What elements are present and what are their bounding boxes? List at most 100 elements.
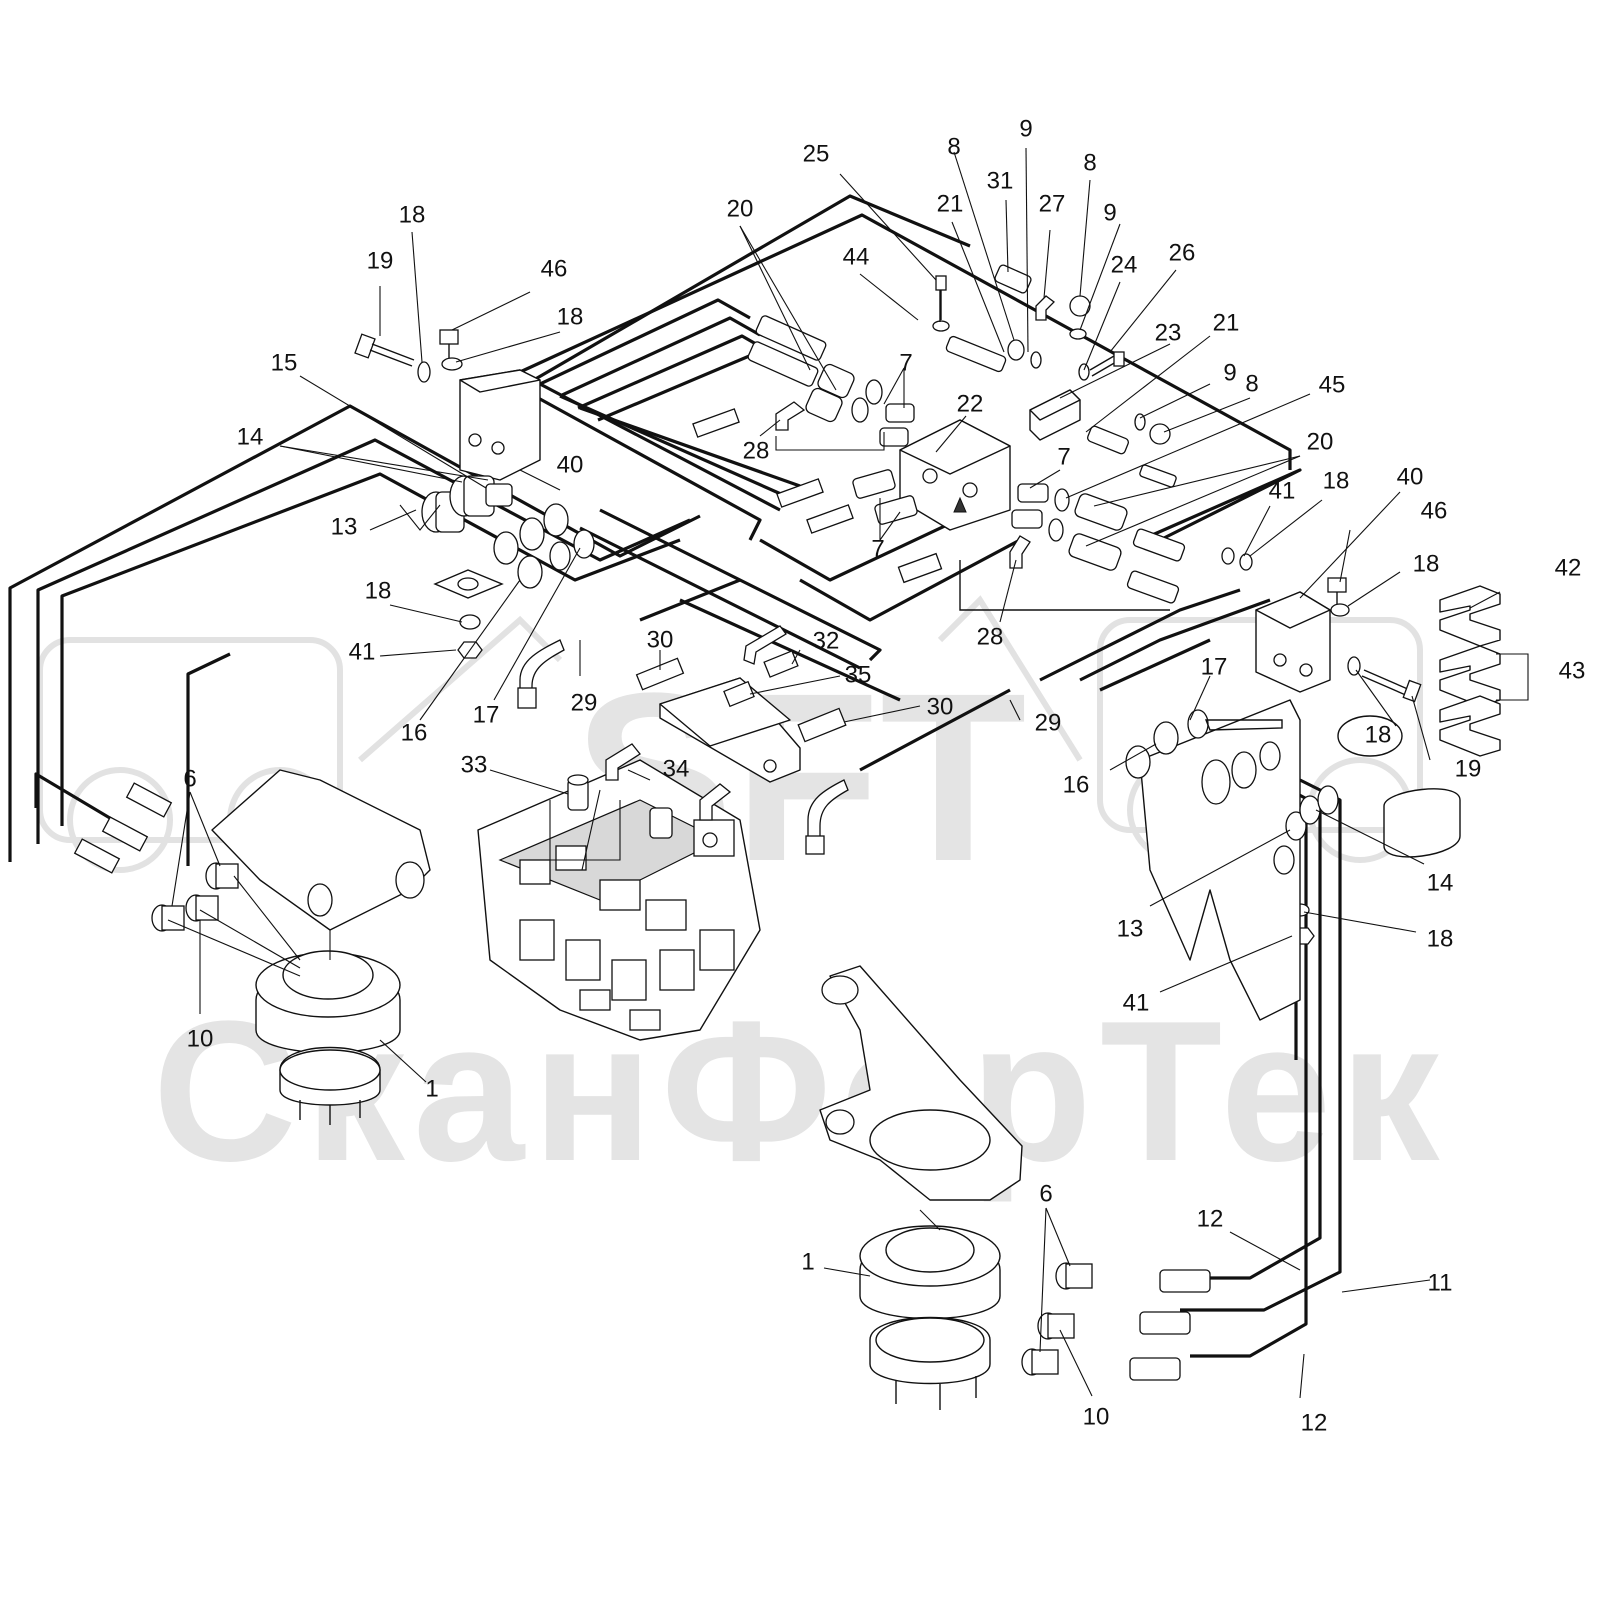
callout-17-right: 17 <box>1201 653 1228 680</box>
callout-41-left: 41 <box>349 638 376 665</box>
callout-28-upper: 28 <box>743 437 770 464</box>
callout-18-right-low: 18 <box>1427 925 1454 952</box>
callout-41-right-top: 41 <box>1269 477 1296 504</box>
hose-right-a <box>1079 598 1271 682</box>
callout-20-upper: 20 <box>727 195 754 222</box>
right-o-rings-16-17 <box>1125 709 1283 779</box>
washer-18-left-mid <box>441 357 463 371</box>
callout-25: 25 <box>803 140 830 167</box>
bolt-24 <box>1089 351 1125 377</box>
bolt-19-left <box>354 333 415 367</box>
swivel-fitting-13-left <box>421 475 495 533</box>
callout-16-right: 16 <box>1063 771 1090 798</box>
fitting-33 <box>567 774 589 811</box>
bolt-46-left <box>439 329 459 360</box>
callout-9-top: 9 <box>1019 115 1032 142</box>
o-rings-7-upper <box>851 379 915 447</box>
fitting-31 <box>994 264 1032 294</box>
fitting-valve-top <box>649 807 673 839</box>
bolt-19-right <box>1361 669 1422 703</box>
bushing-right <box>1337 715 1461 858</box>
hose-left-return-b <box>34 772 131 832</box>
left-hose-end-fittings <box>73 782 173 874</box>
right-hose-end-fittings-11-12 <box>1129 1269 1211 1381</box>
callout-8-top-left: 8 <box>947 133 960 160</box>
callout-42: 42 <box>1555 554 1582 581</box>
callout-27: 27 <box>1039 190 1066 217</box>
callout-8-top-right: 8 <box>1083 149 1096 176</box>
hose-top-5 <box>577 334 771 410</box>
callout-32: 32 <box>813 627 840 654</box>
elbow-28-upper <box>775 401 806 431</box>
callout-9-right: 9 <box>1223 359 1236 386</box>
callout-46-right: 46 <box>1421 497 1448 524</box>
callout-16-left: 16 <box>401 719 428 746</box>
callout-29-left: 29 <box>571 689 598 716</box>
right-swivels-13-14 <box>1273 785 1339 875</box>
callout-44: 44 <box>843 243 870 270</box>
callout-7-right: 7 <box>1057 443 1070 470</box>
callout-20-right: 20 <box>1307 428 1334 455</box>
hose-left-middle <box>36 438 691 844</box>
hose-top-outer <box>519 194 971 390</box>
callout-7-upper: 7 <box>899 349 912 376</box>
left-motor-fittings-6-10 <box>151 862 239 932</box>
callout-12-lower: 12 <box>1301 1409 1328 1436</box>
hose-left-inner <box>60 472 681 826</box>
plugs-8 <box>1007 295 1171 445</box>
left-bracket-40 <box>459 369 541 481</box>
hose-top-connect-a <box>519 386 762 541</box>
hose-right-outer <box>1149 468 1302 542</box>
callout-12-upper: 12 <box>1197 1205 1224 1232</box>
callout-15: 15 <box>271 349 298 376</box>
callout-6-left: 6 <box>183 765 196 792</box>
fittings-7-center <box>852 469 918 525</box>
hose-end-32-elbow <box>743 625 787 665</box>
fitting-35 <box>723 680 755 708</box>
fittings-21 <box>945 335 1129 455</box>
callout-31: 31 <box>987 167 1014 194</box>
hose-center-b <box>579 526 861 670</box>
fittings-7-right <box>1011 483 1070 542</box>
callout-1-right: 1 <box>801 1248 814 1275</box>
quick-couplings-20-right <box>1068 464 1186 604</box>
right-frame-bracket <box>1139 699 1301 1021</box>
manifold-block-30-35 <box>659 677 801 783</box>
hose-29-long <box>859 688 1011 772</box>
callout-26: 26 <box>1169 239 1196 266</box>
callout-18-left-mid: 18 <box>557 303 584 330</box>
bolt-44 <box>932 275 950 332</box>
shims-42-43 <box>1439 585 1501 757</box>
hose-center-29 <box>639 578 741 622</box>
callout-labels: 1 1 6 6 7 7 7 8 8 8 9 9 9 10 10 11 12 12… <box>183 115 1585 1436</box>
callout-30-upper: 30 <box>647 626 674 653</box>
bolt-46-right <box>1327 577 1347 606</box>
callout-18-right-top: 18 <box>1323 467 1350 494</box>
callout-30-right: 30 <box>927 693 954 720</box>
callout-14-right: 14 <box>1427 869 1454 896</box>
arrow-head-28 <box>953 496 967 513</box>
elbow-28-lower <box>897 535 1031 584</box>
callout-8-right: 8 <box>1245 370 1258 397</box>
callout-33: 33 <box>461 751 488 778</box>
leader-lines <box>167 147 1529 1399</box>
hose-center-to-right-b <box>799 538 1021 622</box>
callout-1-left: 1 <box>425 1075 438 1102</box>
callout-34: 34 <box>663 755 690 782</box>
hose-top-3 <box>539 298 751 386</box>
callout-13-left: 13 <box>331 513 358 540</box>
callout-19-left: 19 <box>367 247 394 274</box>
hose-right-b <box>1039 588 1241 682</box>
callout-43: 43 <box>1559 657 1586 684</box>
callout-13-right: 13 <box>1117 915 1144 942</box>
callout-19-right: 19 <box>1455 755 1482 782</box>
pin-line-left <box>433 569 504 599</box>
hose-end-30-b <box>797 707 847 743</box>
callout-40-left: 40 <box>557 451 584 478</box>
swivel-fitting-14-left <box>485 483 513 507</box>
washer-18-left-low <box>459 614 481 630</box>
callout-18-right-bushing: 18 <box>1365 721 1392 748</box>
o-rings-16-left <box>493 503 595 589</box>
hose-end-30-a <box>635 657 685 691</box>
callout-21-right: 21 <box>1213 309 1240 336</box>
